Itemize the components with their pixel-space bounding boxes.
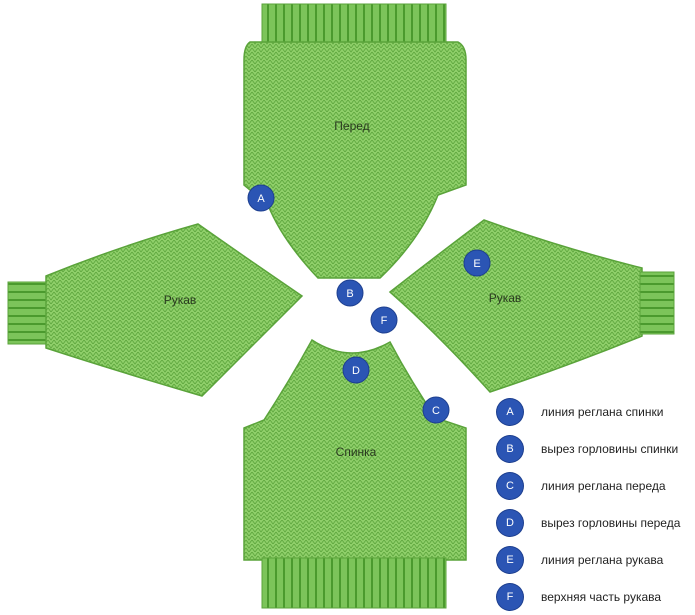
- svg-text:C: C: [432, 405, 440, 417]
- marker-f: F: [370, 306, 398, 334]
- left-sleeve-cuff: [7, 281, 49, 345]
- legend-marker: F: [497, 583, 523, 610]
- front-piece: Перед: [243, 3, 467, 279]
- legend-item-d: D вырез горловины переда: [497, 504, 695, 541]
- legend-text: линия реглана спинки: [541, 404, 664, 419]
- legend-text: линия реглана переда: [541, 478, 666, 493]
- marker-d: D: [342, 356, 370, 384]
- legend-item-f: F верхняя часть рукава: [497, 578, 695, 615]
- svg-text:D: D: [352, 365, 360, 377]
- legend-text: верхняя часть рукава: [541, 589, 662, 604]
- legend-text: вырез горловины спинки: [541, 441, 679, 456]
- right-sleeve-body: [388, 219, 643, 393]
- legend-marker: B: [497, 435, 523, 462]
- svg-text:E: E: [473, 258, 480, 270]
- svg-text:B: B: [346, 288, 353, 300]
- legend-marker: A: [497, 398, 523, 425]
- right-sleeve-label: Рукав: [489, 291, 522, 305]
- legend-item-c: C линия реглана переда: [497, 467, 695, 504]
- marker-c: C: [422, 396, 450, 424]
- left-sleeve-label: Рукав: [164, 293, 197, 307]
- front-rib-band: [261, 3, 447, 45]
- legend-item-e: E линия реглана рукава: [497, 541, 695, 578]
- marker-a: A: [247, 184, 275, 212]
- legend-marker: D: [497, 509, 523, 536]
- legend-item-b: B вырез горловины спинки: [497, 430, 695, 467]
- back-label: Спинка: [336, 445, 377, 459]
- left-sleeve-body: [45, 223, 304, 397]
- right-sleeve: Рукав: [388, 219, 675, 393]
- legend-item-a: A линия реглана спинки: [497, 393, 695, 430]
- marker-b: B: [336, 279, 364, 307]
- front-body: [243, 41, 467, 279]
- left-sleeve: Рукав: [7, 223, 304, 397]
- svg-text:A: A: [257, 193, 265, 205]
- right-sleeve-cuff: [639, 271, 675, 335]
- legend-text: линия реглана рукава: [541, 552, 664, 567]
- front-label: Перед: [334, 119, 369, 133]
- svg-text:F: F: [381, 315, 388, 327]
- legend-marker: E: [497, 546, 523, 573]
- legend-text: вырез горловины переда: [541, 515, 681, 530]
- back-rib-band: [261, 557, 447, 609]
- legend: A линия реглана спинки B вырез горловины…: [497, 393, 695, 615]
- marker-e: E: [463, 249, 491, 277]
- legend-marker: C: [497, 472, 523, 499]
